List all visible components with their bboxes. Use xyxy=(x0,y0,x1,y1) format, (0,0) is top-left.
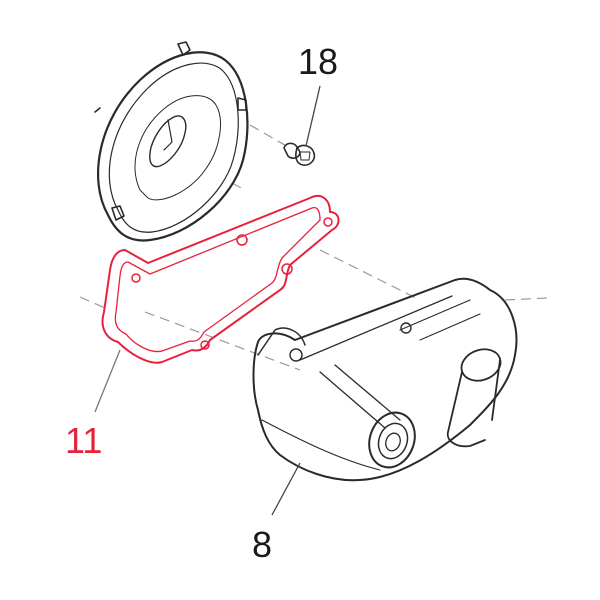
leader-line-8 xyxy=(271,462,301,516)
gasket-part xyxy=(101,194,340,364)
leader-line-11 xyxy=(94,349,121,413)
cover-plate-part xyxy=(94,41,249,242)
leader-line-18 xyxy=(305,85,321,147)
leader-lines xyxy=(94,85,321,516)
part-label-18: 18 xyxy=(298,41,339,82)
assembly-axis-lines xyxy=(79,124,549,371)
housing-part xyxy=(252,277,518,482)
part-label-8: 8 xyxy=(252,524,273,565)
part-label-11: 11 xyxy=(65,420,103,461)
bolt-part xyxy=(283,142,316,166)
